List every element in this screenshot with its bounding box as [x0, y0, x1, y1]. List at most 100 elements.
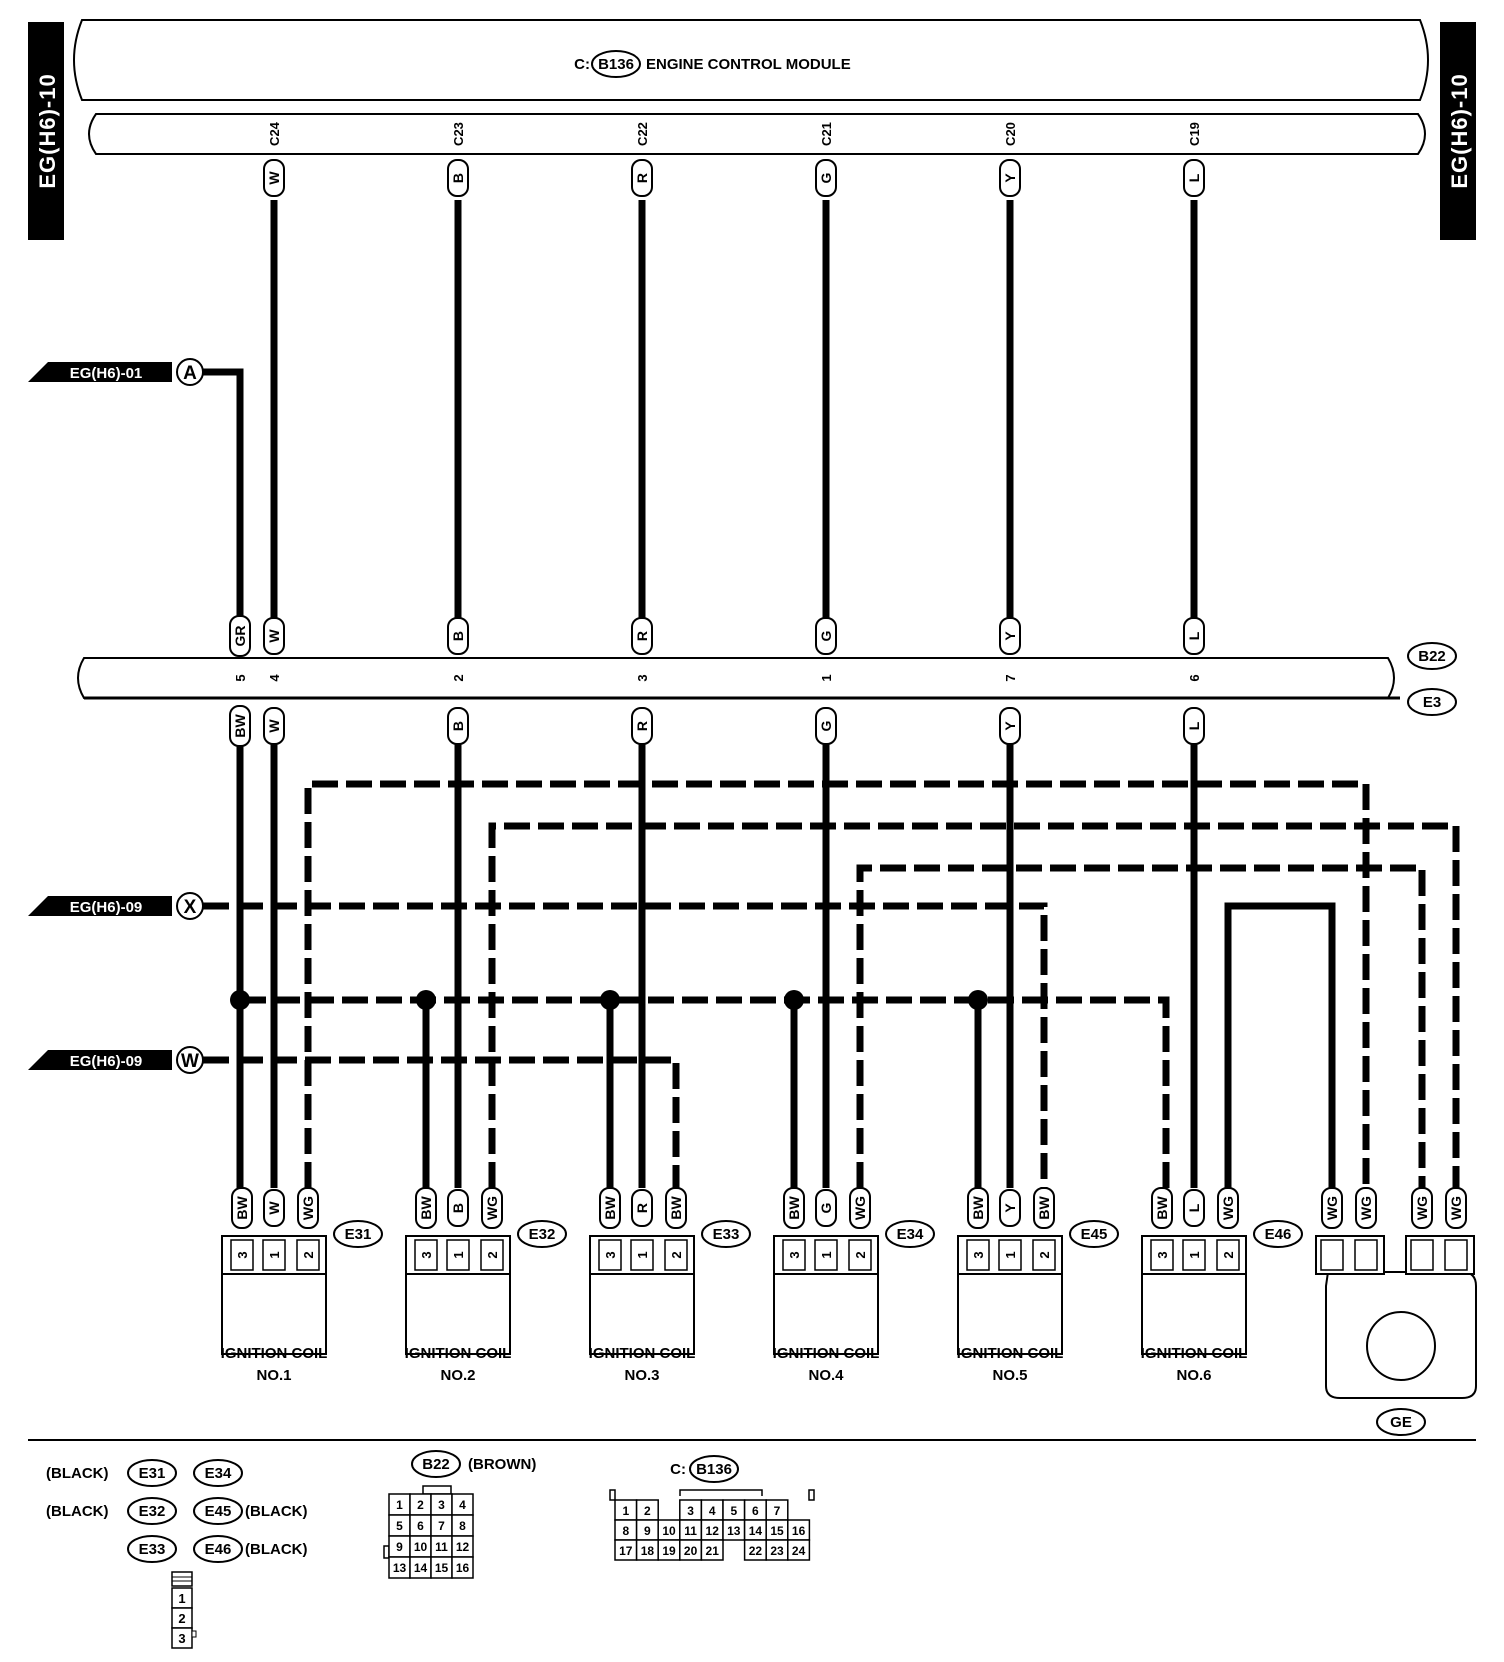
- jc-top-3-text: R: [634, 631, 650, 641]
- coil-wire-E34-1-text: G: [818, 1202, 834, 1213]
- coil-wire-E32-0: [415, 1187, 437, 1229]
- jc-bottom-4: [263, 707, 285, 745]
- ref-symbol-circle-2: [176, 1046, 204, 1074]
- jc-bottom-3: [631, 707, 653, 745]
- ground-wire-2-text: WG: [1414, 1196, 1430, 1220]
- coil-pin-box-E33-0: [598, 1239, 622, 1271]
- coil-wire-E31-1: [263, 1189, 285, 1227]
- coil-pin-E32-3: 3: [419, 1251, 434, 1258]
- coil-pin-box-E34-2: [848, 1239, 872, 1271]
- ground-pin-1: [1354, 1239, 1378, 1271]
- legend-id-e34: E34: [205, 1465, 232, 1482]
- coil-number-E46: NO.6: [1176, 1367, 1211, 1384]
- legend-b136-pin-19: 19: [662, 1544, 676, 1558]
- ref-arrow-2: [28, 1050, 172, 1070]
- side-tag-right-text: EG(H6)-10: [1447, 73, 1472, 188]
- ref-label-1: EG(H6)-09: [70, 899, 143, 916]
- coil-wire-E46-2-text: WG: [1220, 1196, 1236, 1220]
- legend-coil-pin-2: 2: [178, 1611, 185, 1626]
- wire-ref-w: [203, 1056, 680, 1188]
- jc-bottom-1: [815, 707, 837, 745]
- ground-wire-2: [1411, 1187, 1433, 1229]
- legend-coil-latch: [191, 1630, 197, 1638]
- legend-b136-pin-21: 21: [706, 1544, 720, 1558]
- coil-id-E45-text: E45: [1081, 1226, 1108, 1243]
- ref-label-0: EG(H6)-01: [70, 365, 143, 382]
- coil-wire-E32-2: [481, 1187, 503, 1229]
- coil-pin-box-E31-2: [296, 1239, 320, 1271]
- legend-b136-pin-20: 20: [684, 1544, 698, 1558]
- legend-b22-pin-5: 5: [396, 1519, 403, 1533]
- ground-wire-0: [1321, 1187, 1343, 1229]
- jc-bottom-6: [1183, 707, 1205, 745]
- coil-id-E31-text: E31: [345, 1226, 372, 1243]
- coil-wire-E33-2-text: BW: [668, 1196, 684, 1220]
- coil-id-E45: [1069, 1220, 1119, 1248]
- coil-pin-E33-3: 3: [603, 1251, 618, 1258]
- coil-pin-E46-2: 2: [1221, 1251, 1236, 1258]
- ref-arrow-0: [28, 362, 172, 382]
- jc-top-7: [999, 617, 1021, 655]
- legend-b22-pin-7: 7: [438, 1519, 445, 1533]
- coil-pin-E31-2: 2: [301, 1251, 316, 1258]
- ecm-wire-color-C22: [631, 159, 653, 197]
- coil-pin-box-E45-2: [1032, 1239, 1056, 1271]
- legend-coil-pin-box-3: [171, 1627, 193, 1649]
- jc-bottom-5-text: BW: [232, 714, 248, 738]
- coil-pin-E31-3: 3: [235, 1251, 250, 1258]
- jc-pin-7: 7: [1003, 674, 1018, 681]
- coil-body-E31: [221, 1273, 327, 1355]
- jc-top-2: [447, 617, 469, 655]
- ecm-title: ENGINE CONTROL MODULE: [646, 56, 851, 73]
- legend-b136-pin-23: 23: [770, 1544, 784, 1558]
- legend-b136-pin-2: 2: [644, 1504, 651, 1518]
- ecm-wire-color-C22-text: R: [634, 173, 650, 183]
- legend-b136-pin-10: 10: [662, 1524, 676, 1538]
- coil-wire-E45-0-text: BW: [970, 1196, 986, 1220]
- legend-b136-pin-14: 14: [749, 1524, 763, 1538]
- coil-pin-box-E32-2: [480, 1239, 504, 1271]
- legend-b136-pin-6: 6: [752, 1504, 759, 1518]
- coil-id-E32-text: E32: [529, 1226, 556, 1243]
- legend-id-e31: E31: [139, 1465, 166, 1482]
- jc-top-7-text: Y: [1002, 631, 1018, 641]
- coil-pin-E32-2: 2: [485, 1251, 500, 1258]
- coil-number-E33: NO.3: [624, 1367, 659, 1384]
- side-tag-left-text: EG(H6)-10: [35, 73, 60, 188]
- coil-pin-E46-1: 1: [1187, 1251, 1202, 1258]
- supply-junction-3: [784, 990, 804, 1010]
- legend-coil-pin-1: 1: [178, 1591, 185, 1606]
- jc-pin-6: 6: [1187, 674, 1202, 681]
- legend-b22-id: B22: [422, 1456, 450, 1473]
- wire-wg-coil4: [856, 864, 1426, 1188]
- coil-wire-E33-0-text: BW: [602, 1196, 618, 1220]
- legend-black-3: (BLACK): [245, 1503, 307, 1520]
- legend-b22-pin-11: 11: [435, 1540, 448, 1554]
- coil-pin-box-E33-1: [630, 1239, 654, 1271]
- wire-wg-coil2: [488, 822, 1460, 1188]
- ecm-wire-color-C21-text: G: [818, 172, 834, 183]
- legend-id-e45: E45: [205, 1503, 232, 1520]
- ecm-pin-C22: C22: [635, 122, 650, 146]
- coil-wire-E45-2: [1033, 1187, 1055, 1229]
- ref-symbol-2: W: [181, 1051, 199, 1072]
- ecm-pin-C23: C23: [451, 122, 466, 146]
- jc-id-top: [1407, 642, 1457, 670]
- legend-b22-pin-15: 15: [435, 1561, 449, 1575]
- coil-name-E45: IGNITION COIL: [957, 1345, 1064, 1362]
- jc-bottom-3-text: R: [634, 721, 650, 731]
- ecm-wire-color-C20: [999, 159, 1021, 197]
- jc-pin-5: 5: [233, 674, 248, 681]
- ecm-pin-C20: C20: [1003, 122, 1018, 146]
- wire-wg-coil1: [304, 780, 1370, 1188]
- coil-pin-box-E34-0: [782, 1239, 806, 1271]
- jc-top-5-text: GR: [232, 626, 248, 647]
- legend-b22-pin-3: 3: [438, 1498, 445, 1512]
- jc-pin-3: 3: [635, 674, 650, 681]
- legend-b136-pin-17: 17: [619, 1544, 633, 1558]
- jc-pin-1: 1: [819, 674, 834, 681]
- coil-pin-box-E34-1: [814, 1239, 838, 1271]
- coil-wire-E45-0: [967, 1187, 989, 1229]
- coil-id-E32: [517, 1220, 567, 1248]
